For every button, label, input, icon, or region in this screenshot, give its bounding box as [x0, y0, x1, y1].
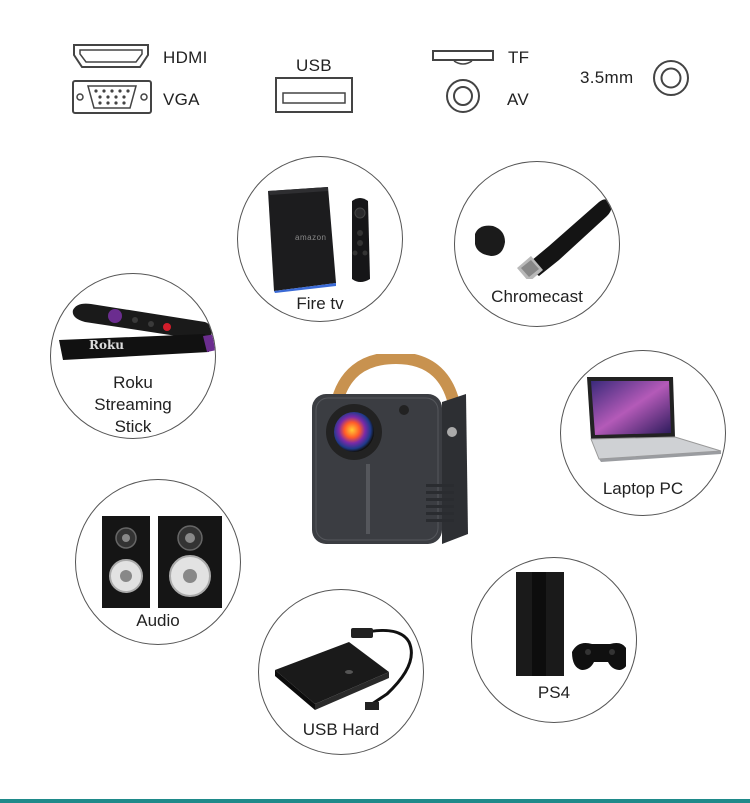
- roku-label-line1: Roku: [113, 373, 153, 392]
- laptop-device: Laptop PC: [560, 350, 726, 516]
- tf-slot-icon: [432, 50, 494, 66]
- audio-label: Audio: [136, 611, 180, 630]
- audio-jack-label: 3.5mm: [580, 68, 634, 87]
- ps4-device: PS4: [471, 557, 637, 723]
- av-jack-icon: [445, 78, 481, 114]
- usb-hard-device: USB Hard: [258, 589, 424, 755]
- av-label: AV: [507, 90, 530, 109]
- hdmi-label: HDMI: [163, 48, 208, 67]
- hdmi-port-icon: [72, 43, 150, 69]
- projector-image: [306, 354, 476, 554]
- vga-port-icon: [72, 80, 152, 114]
- usb-label: USB: [296, 56, 332, 75]
- bottom-accent-bar: [0, 799, 750, 803]
- usb-port-icon: [275, 77, 353, 113]
- laptop-label: Laptop PC: [602, 479, 684, 498]
- speakers-image: [102, 516, 222, 608]
- chromecast-image: [475, 199, 612, 279]
- chromecast-label: Chromecast: [491, 287, 583, 306]
- tf-label: TF: [508, 48, 530, 67]
- usb-hard-label: USB Hard: [302, 720, 380, 739]
- ps4-console-image: [516, 572, 626, 676]
- roku-label-line3: Stick: [114, 417, 152, 436]
- roku-stick-image: [59, 303, 215, 360]
- fire-tv-device: amazon Fire tv: [237, 156, 403, 322]
- usb-hard-drive-image: [275, 628, 413, 710]
- chromecast-device: Chromecast: [454, 161, 620, 327]
- laptop-image: [587, 377, 722, 462]
- roku-device: Roku Roku Streaming Stick: [50, 273, 216, 439]
- fire-tv-box-image: [268, 187, 370, 293]
- vga-label: VGA: [163, 90, 200, 109]
- audio-jack-icon: [652, 59, 690, 97]
- audio-device: Audio: [75, 479, 241, 645]
- roku-label-line2: Streaming: [94, 395, 172, 414]
- fire-tv-label: Fire tv: [296, 294, 344, 313]
- roku-stick-text: Roku: [89, 338, 125, 352]
- ps4-label: PS4: [537, 683, 571, 702]
- fire-tv-brand-text: amazon: [295, 233, 327, 242]
